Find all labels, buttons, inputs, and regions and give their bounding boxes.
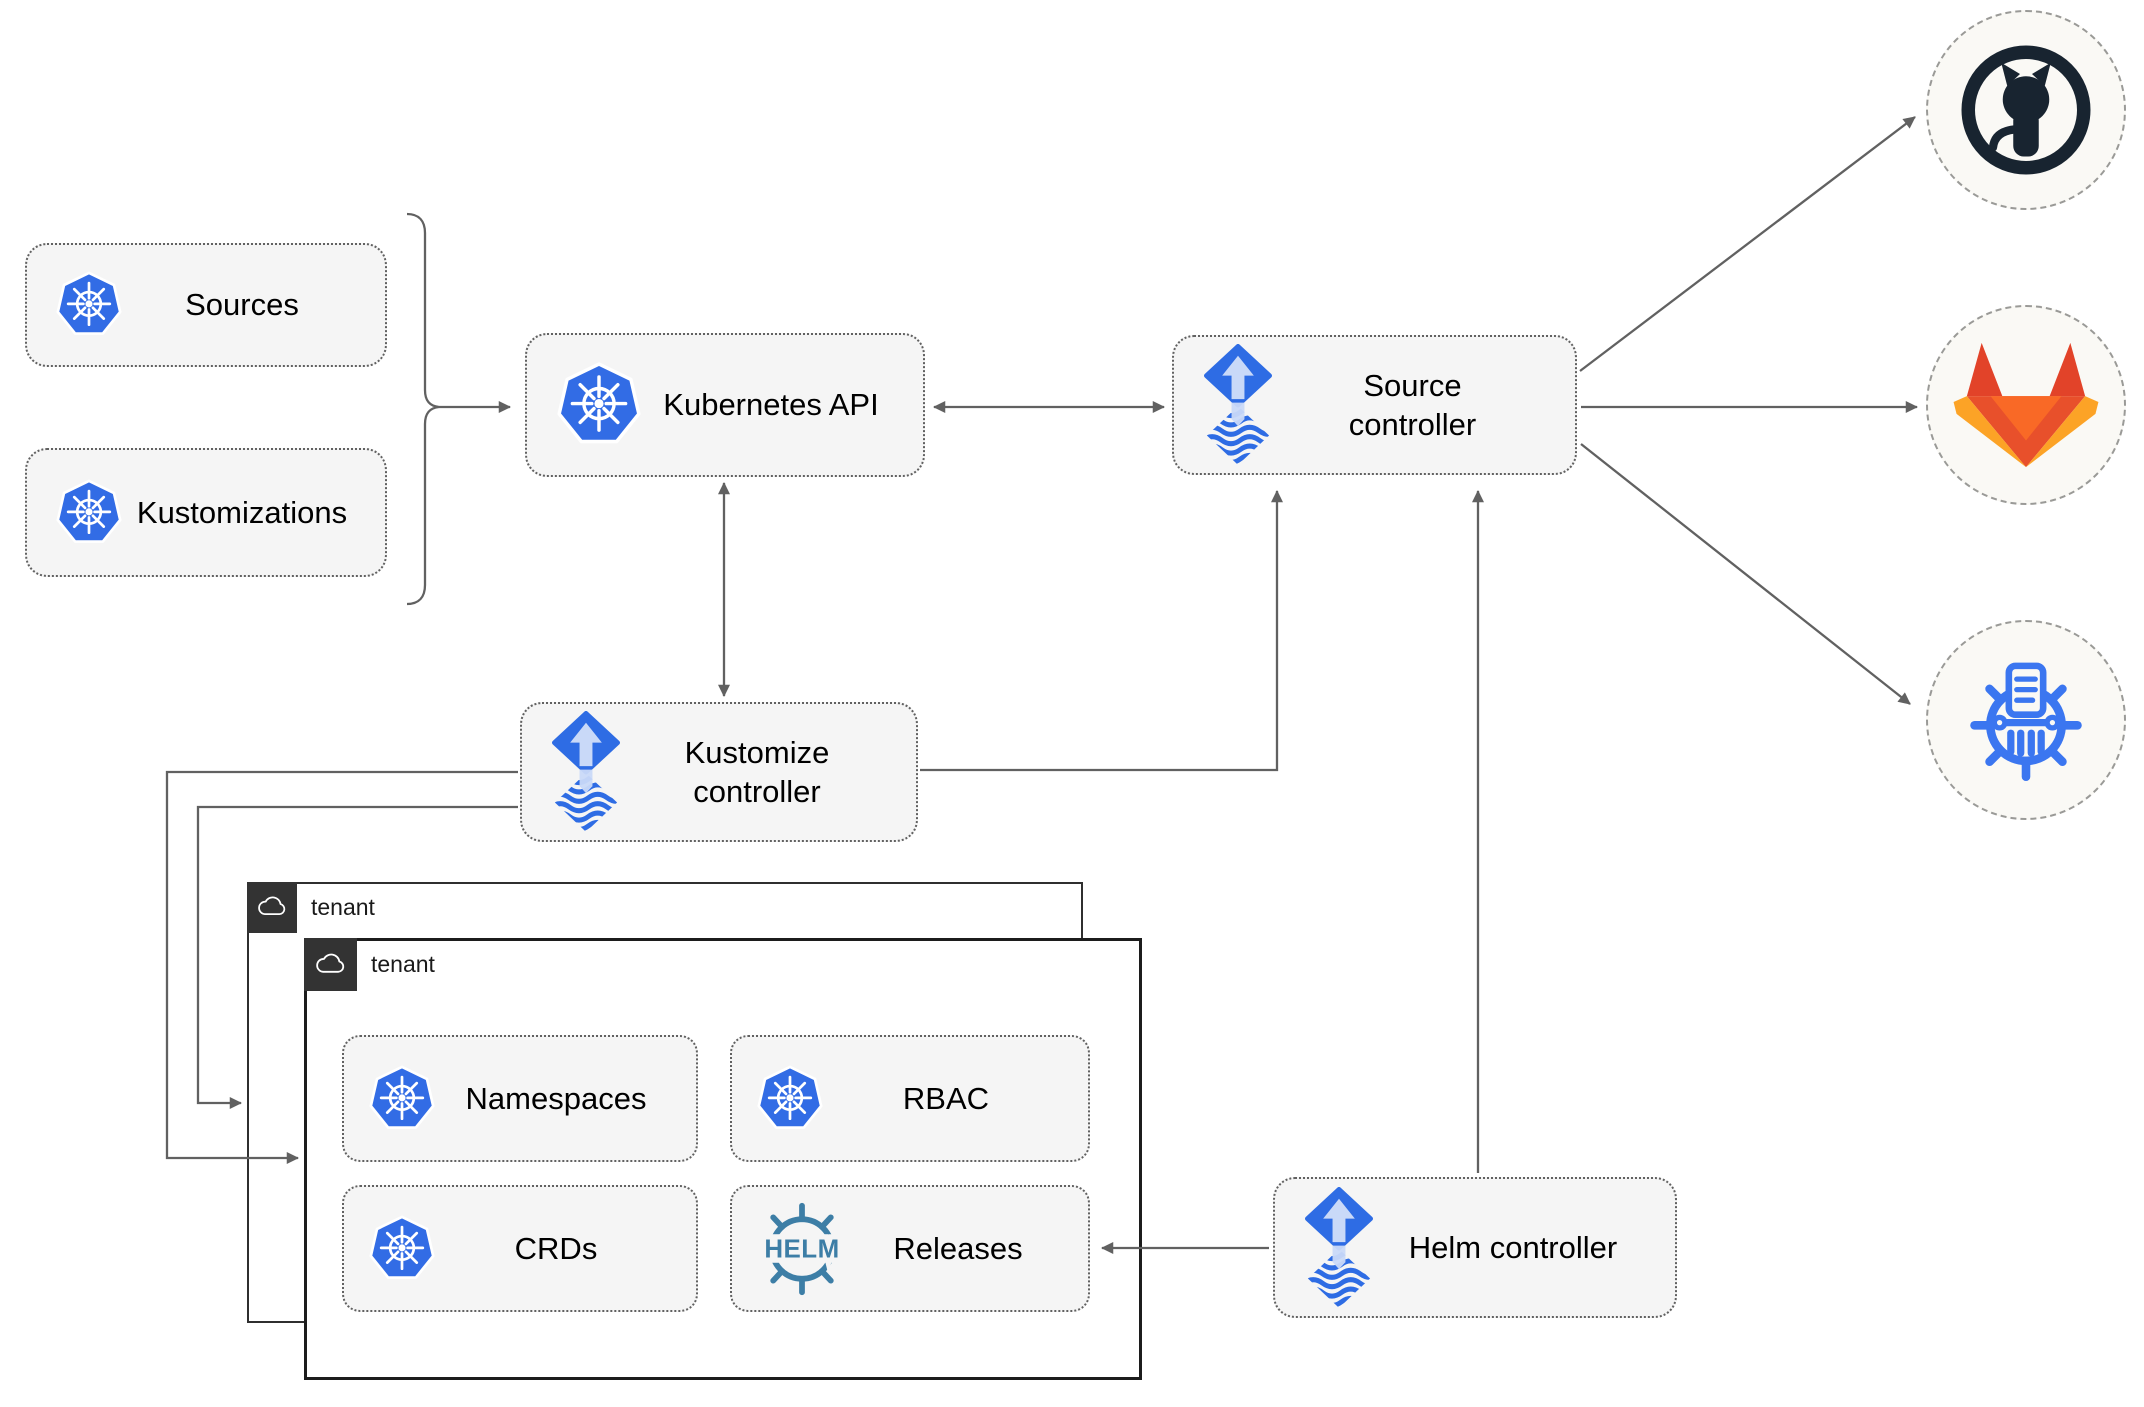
brace-crd-group (406, 212, 440, 606)
kubernetes-icon (53, 477, 125, 549)
node-kubernetes-api-label: Kubernetes API (663, 387, 879, 423)
flux-icon (1301, 1187, 1377, 1309)
node-kustomize-controller: Kustomize controller (520, 702, 918, 842)
tenant-inner-tab (304, 938, 357, 991)
node-kustomizations-label: Kustomizations (136, 494, 348, 530)
node-sources-label: Sources (185, 287, 299, 323)
bucket-icon (1970, 662, 2082, 782)
edge-source-to-github (1579, 116, 1916, 372)
node-helm-controller: Helm controller (1273, 1177, 1677, 1318)
node-releases-label: Releases (893, 1230, 1023, 1266)
tenant-outer-tab (247, 882, 297, 933)
cloud-icon (258, 896, 286, 915)
node-crds: CRDs (342, 1185, 698, 1312)
edge-source-to-bucket (1580, 443, 1911, 705)
node-kubernetes-api: Kubernetes API (525, 333, 925, 477)
node-namespaces-label: Namespaces (465, 1080, 647, 1116)
node-sources: Sources (25, 243, 387, 367)
node-source-controller: Source controller (1172, 335, 1577, 475)
flux-icon (548, 711, 624, 833)
helm-icon: HELM (759, 1202, 844, 1295)
node-namespaces: Namespaces (342, 1035, 698, 1162)
node-kustomize-controller-label: Kustomize controller (684, 734, 830, 809)
node-crds-label: CRDs (514, 1230, 598, 1266)
remote-github (1926, 10, 2126, 210)
kubernetes-icon (754, 1063, 826, 1135)
remote-bucket (1926, 620, 2126, 820)
node-releases: HELM Releases (730, 1185, 1090, 1312)
node-kustomizations: Kustomizations (25, 448, 387, 577)
kubernetes-icon (366, 1213, 438, 1285)
remote-gitlab (1926, 305, 2126, 505)
node-rbac-label: RBAC (902, 1080, 990, 1116)
node-source-controller-label: Source controller (1348, 367, 1477, 442)
kubernetes-icon (53, 269, 125, 341)
kubernetes-icon (366, 1063, 438, 1135)
edge-kustomize-to-source (920, 489, 1283, 772)
github-icon (1961, 45, 2091, 175)
cloud-icon (316, 953, 345, 973)
tenant-inner-label: tenant (371, 951, 435, 977)
kubernetes-icon (553, 359, 645, 451)
node-helm-controller-label: Helm controller (1408, 1229, 1618, 1265)
tenant-outer-label: tenant (311, 894, 375, 920)
helm-icon-text: HELM (764, 1235, 839, 1263)
node-rbac: RBAC (730, 1035, 1090, 1162)
gitlab-icon (1953, 342, 2099, 468)
flux-icon (1200, 344, 1276, 466)
